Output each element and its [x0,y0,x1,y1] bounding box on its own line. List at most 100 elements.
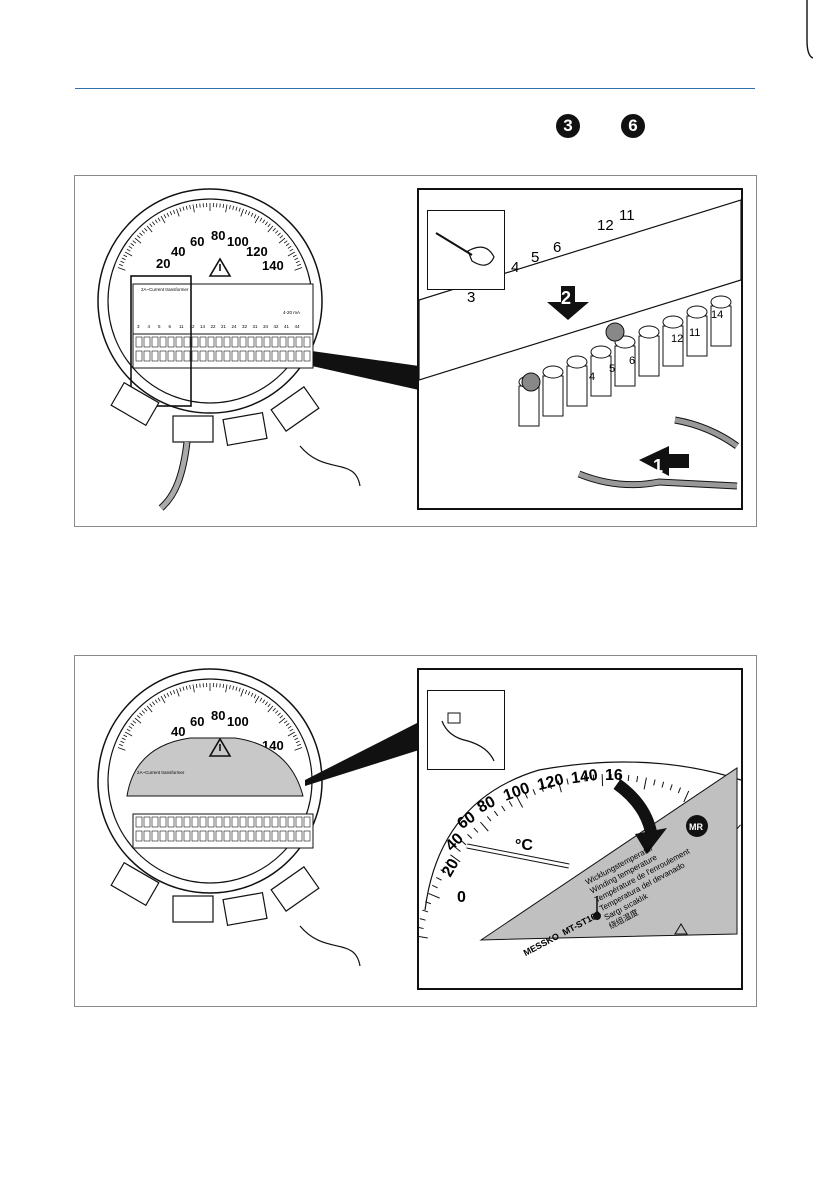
dial-tick [636,776,639,783]
gauge-tick [264,221,268,226]
dial-tick [508,801,513,807]
figure-wire-connection: 20 40 60 80 100 120 140 2A~Current trans… [74,175,757,527]
dial-tick [467,833,473,839]
figure-cover-removal: 40 60 80 100 140 2A~Current transformer … [74,655,757,1007]
zoom-terminal-block [662,325,684,367]
terminal-number: 34 [263,324,269,329]
terminal-slot [199,816,207,828]
dial-80: 80 [475,793,499,816]
gauge-tick [275,710,279,714]
terminal-slot [215,816,223,828]
screw-left [521,372,541,392]
terminal-slot [295,350,303,362]
zoom-terminal-hole [542,365,564,379]
gauge-tick [229,205,231,210]
gauge-tick [182,686,185,691]
dial-120: 120 [536,771,566,794]
terminal-slot [191,816,199,828]
gauge-tick [139,232,143,236]
gauge-tick [289,248,294,252]
gauge-tick [118,263,123,267]
terminal-slot [175,830,183,842]
gauge-tick [154,219,158,224]
gauge-tick [121,737,126,741]
zoom-terminal-hole [662,315,684,329]
dial-tick [428,892,440,899]
zoom-num-11: 11 [689,327,700,339]
terminal-slot [239,336,247,348]
gauge-tick [283,720,288,724]
gauge-tick [278,717,286,724]
terminal-slot [247,350,255,362]
screw-right [605,322,625,342]
dial-tick [419,935,428,939]
terminal-slot [215,336,223,348]
gauge-tick [192,204,195,213]
dial-tick [493,810,499,817]
zoom-top-num-5: 5 [531,249,539,266]
gauge-tick [267,225,274,233]
terminal-slot [199,350,207,362]
dial-tick [643,777,647,790]
dial-tick [445,861,451,866]
dial-tick [419,918,426,921]
zoom-top-num-12: 12 [597,217,614,234]
gauge-tick [166,692,170,697]
gauge-tick [132,240,137,244]
zoom-top-num-6: 6 [553,239,561,256]
terminal-slot [215,830,223,842]
terminal-slot [287,336,295,348]
terminal-number: 3 [137,324,140,329]
shaded-cover [126,737,304,797]
header-rule [75,88,755,89]
terminal-slot [247,830,255,842]
terminal-slot [151,336,159,348]
gauge-tick [272,707,276,712]
gauge-tick [259,217,263,222]
gauge-tick [232,685,235,690]
gauge-tick [123,254,128,258]
terminal-number: 4 [148,324,151,329]
terminal-slot [167,336,175,348]
terminal-slot [303,336,311,348]
gauge-tick [146,225,153,233]
gauge-tick [244,209,248,214]
terminal-slot [167,830,175,842]
gauge-tick [287,731,296,737]
terminal-slot [255,816,263,828]
gauge-tick [169,691,173,696]
gauge-tick [120,740,125,744]
scale-label-40: 40 [171,244,185,259]
gauge-tick [124,731,133,737]
gauge-tick [126,728,131,732]
gauge-tick [117,267,126,271]
gauge-tick [157,217,161,222]
zoom-terminal-block [566,365,588,407]
terminal-slot [287,816,295,828]
gauge-tick [295,260,300,264]
gauge-tick [222,203,225,208]
gauge-tick [179,687,182,692]
terminal-slot [255,830,263,842]
dial-tick [549,783,553,790]
gauge-tick [222,683,225,688]
gauge-tick [272,227,276,232]
terminal-number: 12 [190,324,196,329]
gauge-tick [176,688,180,697]
terminal-slot [231,830,239,842]
gauge-tick [229,685,231,690]
dial-tick [557,780,562,793]
scale2-label-80: 80 [211,708,225,723]
terminal-slot [295,336,303,348]
terminal-slot [159,350,167,362]
dial-140: 140 [570,767,599,788]
gauge-tick [262,219,266,224]
dial-40: 40 [442,830,467,855]
terminal-slot [207,336,215,348]
gauge-tick [176,208,180,217]
zoom-terminal-block [518,385,540,427]
gauge-overview-drawing: 20 40 60 80 100 120 140 2A~Current trans… [97,188,419,511]
scale-label-140: 140 [262,258,284,273]
dial-tick [422,909,429,913]
ct-label: 2A~Current transformer [141,287,189,292]
